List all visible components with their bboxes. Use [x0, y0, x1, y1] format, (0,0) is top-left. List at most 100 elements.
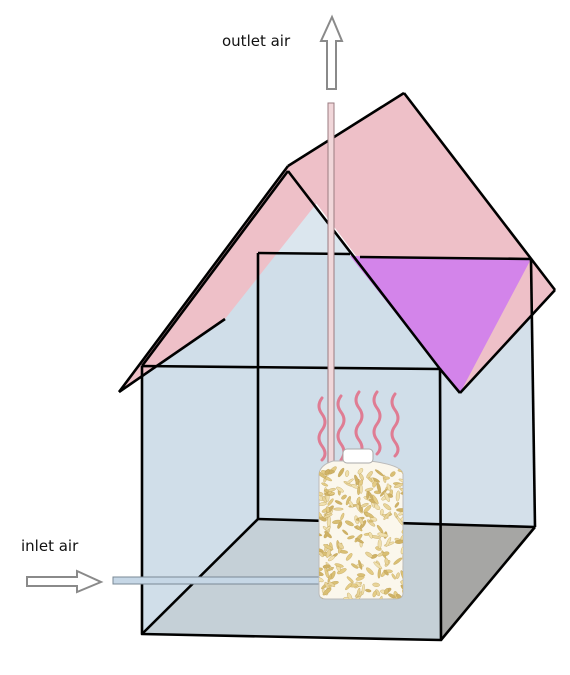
grain-kernel — [376, 524, 384, 534]
grain-kernel — [373, 561, 383, 570]
grain-kernel — [356, 587, 361, 598]
grain-kernel — [327, 581, 336, 587]
inlet-arrow — [26, 569, 104, 594]
grain-kernel — [400, 584, 403, 592]
grain-kernel — [351, 563, 359, 569]
grain-jar — [318, 448, 404, 600]
grain-kernel — [345, 470, 350, 477]
grain-kernel — [380, 508, 384, 516]
grain-kernel — [377, 532, 389, 538]
grain-kernel — [334, 563, 344, 568]
inlet-air-label: inlet air — [21, 537, 79, 555]
grain-kernel — [383, 503, 392, 511]
grain-kernel — [328, 555, 335, 562]
grain-kernel — [401, 528, 403, 534]
grain-kernel — [333, 507, 344, 511]
grain-kernel — [345, 520, 354, 527]
grain-kernel — [384, 557, 389, 566]
grain-kernel — [326, 567, 335, 572]
grain-kernel — [325, 526, 331, 531]
jar-neck — [342, 448, 374, 464]
grain-kernel — [337, 542, 344, 550]
grain-kernel — [372, 480, 377, 488]
vapor-wisps — [317, 390, 400, 462]
grain-kernel — [358, 479, 364, 488]
grain-kernel — [322, 587, 332, 596]
grain-kernel — [400, 546, 403, 555]
grain-kernel — [401, 470, 403, 478]
grain-kernel — [324, 567, 329, 579]
grain-kernel — [388, 593, 396, 599]
grain-kernel — [400, 570, 403, 581]
grain-kernel — [372, 590, 377, 598]
grain-kernel — [359, 484, 363, 494]
grain-kernel — [346, 478, 354, 484]
grain-kernel — [383, 476, 390, 480]
grain-kernel — [382, 551, 390, 557]
grain-kernel — [347, 535, 355, 540]
grain-kernel — [319, 511, 323, 518]
grain-kernel — [394, 539, 403, 544]
grain-kernel — [383, 491, 390, 502]
grain-kernel — [400, 492, 403, 495]
grain-kernel — [325, 506, 330, 513]
grain-kernel — [319, 567, 323, 572]
grain-kernel — [358, 517, 364, 525]
grain-kernel — [365, 551, 373, 558]
grain-fill — [319, 466, 403, 599]
grain-kernel — [340, 512, 345, 521]
grain-kernel — [400, 580, 403, 586]
grain-kernel — [395, 490, 400, 502]
grain-kernel — [395, 572, 400, 579]
grain-kernel — [337, 521, 343, 529]
grain-kernel — [374, 469, 384, 477]
grain-kernel — [321, 482, 329, 487]
grain-kernel — [361, 583, 365, 595]
grain-kernel — [384, 598, 396, 599]
grain-kernel — [402, 589, 403, 598]
grain-kernel — [399, 487, 403, 494]
grain-kernel — [323, 513, 333, 519]
grain-kernel — [393, 483, 403, 488]
grain-kernel — [319, 577, 324, 583]
grain-kernel — [347, 592, 353, 599]
grain-kernel — [363, 505, 372, 513]
grain-kernel — [368, 532, 373, 539]
grain-kernel — [384, 588, 389, 595]
inlet-pipe — [112, 576, 324, 585]
grain-kernel — [328, 488, 336, 492]
roof-right-side — [350, 256, 531, 393]
grain-kernel — [377, 567, 381, 579]
grain-kernel — [377, 539, 382, 549]
grain-kernel — [393, 557, 403, 565]
grain-kernel — [356, 496, 361, 504]
grain-kernel — [341, 494, 347, 500]
grain-kernel — [324, 531, 332, 539]
grain-kernel — [378, 595, 383, 599]
grain-kernel — [319, 532, 323, 537]
grain-kernel — [396, 508, 403, 512]
grain-kernel — [396, 516, 403, 526]
grain-kernel — [342, 529, 349, 535]
grain-kernel — [345, 553, 353, 561]
grain-kernel — [372, 582, 380, 587]
grain-kernel — [323, 544, 334, 551]
grain-kernel — [366, 471, 373, 479]
grain-kernel — [398, 478, 403, 484]
grain-kernel — [368, 491, 374, 500]
grain-kernel — [356, 573, 366, 577]
grain-kernel — [346, 576, 354, 583]
grain-kernel — [376, 482, 381, 493]
grain-kernel — [364, 487, 374, 492]
grain-kernel — [334, 500, 343, 505]
grain-kernel — [319, 551, 324, 558]
grain-kernel — [365, 588, 372, 593]
grain-kernel — [390, 471, 396, 477]
grain-kernel — [391, 573, 396, 580]
grain-kernel — [383, 511, 391, 520]
grain-kernel — [358, 559, 363, 570]
grain-kernel — [402, 551, 403, 561]
grain-kernel — [336, 486, 344, 493]
grain-kernel — [319, 571, 324, 576]
grain-kernel — [351, 484, 359, 489]
